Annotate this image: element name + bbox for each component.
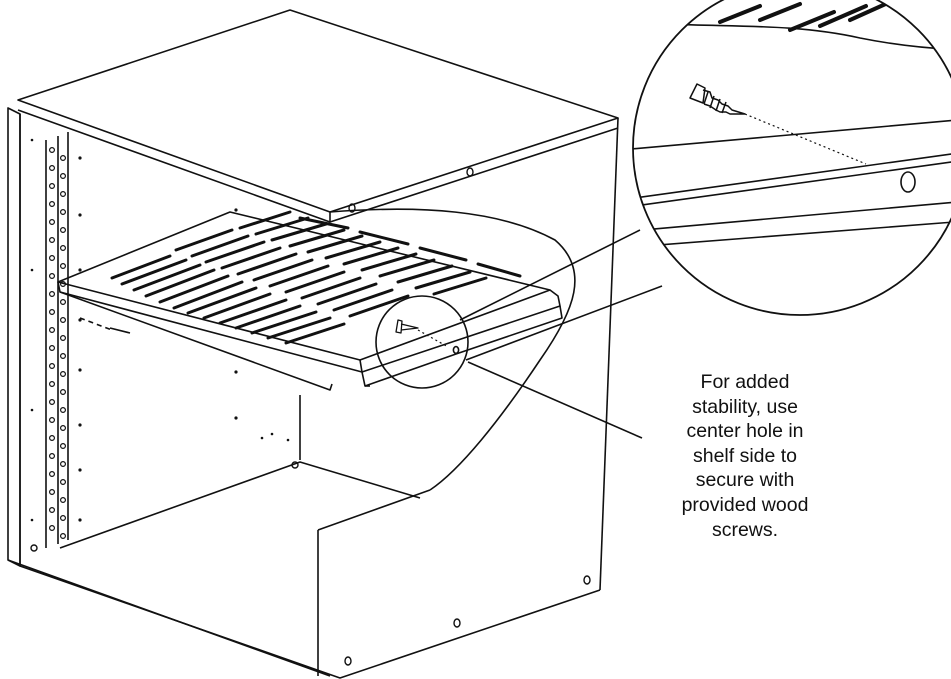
magnifier-connector-top: [459, 229, 641, 321]
magnifier-connector-bottom: [465, 285, 663, 361]
callout-line-3: center hole in: [686, 420, 804, 443]
rail-holes: [48, 147, 66, 539]
detail-circle-small: [375, 295, 469, 389]
callout-line-4: shelf side to: [692, 444, 798, 467]
panel-dots: [30, 138, 290, 522]
rear-screw-dashline: [79, 317, 113, 331]
mounting-rail: [45, 132, 69, 548]
screw-path-small: [417, 329, 449, 348]
callout-line-2: stability, use: [692, 395, 798, 418]
vented-shelf: [57, 211, 563, 391]
screw-path-magnified: [744, 113, 867, 165]
cabinet-frame: [7, 9, 619, 679]
callout-note: For added stability, use center hole in …: [640, 370, 850, 542]
callout-leader-line: [467, 361, 643, 439]
shelf-side-center-hole: [452, 345, 460, 355]
callout-line-7: screws.: [711, 518, 779, 541]
callout-line-5: secure with: [695, 469, 795, 492]
screw-small: [395, 319, 419, 334]
callout-line-1: For added: [700, 371, 790, 393]
magnified-shelf-edge: [633, 0, 951, 249]
detail-circle-large: [632, 0, 951, 316]
panel-screw-holes: [30, 167, 591, 666]
shelf-vent-slots: [110, 210, 522, 345]
callout-line-6: provided wood: [681, 493, 809, 516]
wood-screw-magnified: [689, 83, 746, 115]
